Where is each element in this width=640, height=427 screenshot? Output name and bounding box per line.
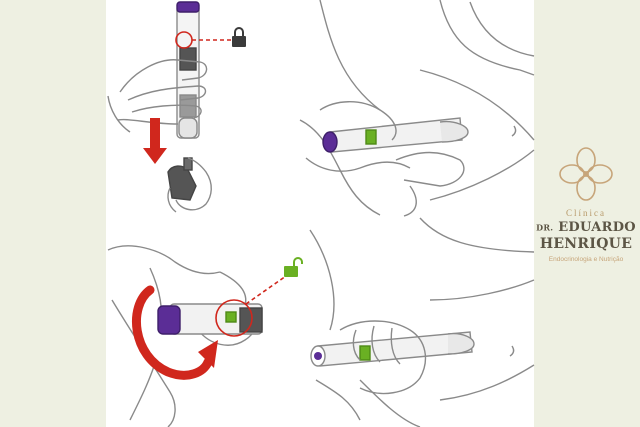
lock-open-icon [284, 257, 303, 277]
down-arrow-icon [143, 118, 167, 164]
panel-top-left [106, 0, 298, 218]
panel-bottom-right [298, 218, 534, 427]
brand-name-line1: DR. EDUARDO [536, 220, 636, 235]
flower-logo-icon [559, 147, 613, 201]
brand-first-name: EDUARDO [558, 220, 636, 235]
rotate-arrow-icon [132, 285, 218, 380]
brand-subtitle: Endocrinologia e Nutrição [548, 256, 624, 263]
pen-pressed [310, 331, 475, 367]
thigh-outline [299, 0, 535, 216]
hand-rotating-pen [107, 245, 256, 427]
hand-on-pen-top [305, 101, 465, 217]
lock-closed-icon [232, 27, 246, 47]
unlock-indicator-circle [215, 299, 253, 337]
brand-name-line2: HENRIQUE [539, 236, 633, 252]
thigh-outline-2 [309, 217, 535, 427]
brand-name-prefix: DR. [536, 222, 554, 233]
pen-horizontal [157, 303, 263, 335]
callout-dashed-line-2 [245, 275, 287, 305]
clinic-brand: Clínica DR. EDUARDO HENRIQUE Endocrinolo… [536, 140, 636, 280]
panel-top-right [298, 0, 534, 218]
hand-holding-pen [107, 59, 208, 133]
cap-removal-hand [167, 157, 212, 213]
brand-clinic-word: Clínica [566, 208, 606, 218]
fist-gripping-pen [315, 320, 427, 421]
